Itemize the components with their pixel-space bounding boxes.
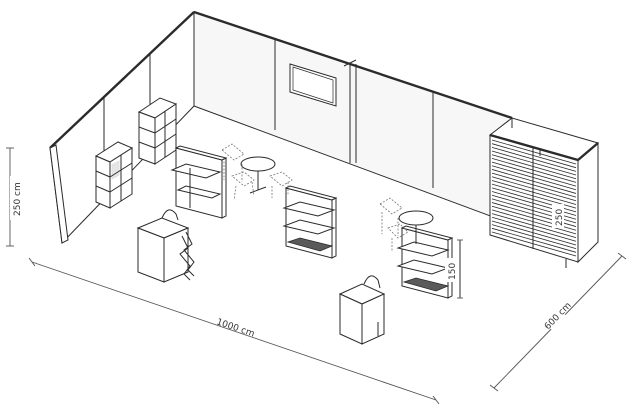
cabin-slat [491, 169, 577, 194]
cabin-slat [491, 161, 577, 187]
table-set-left [221, 143, 293, 201]
cabin-slat [491, 213, 577, 238]
cabin-slat [491, 231, 577, 257]
shelf-height-label: 150 [448, 263, 458, 280]
wall-height-label: 250 cm [13, 182, 23, 216]
wall-picture [289, 63, 337, 107]
cabin-slat [491, 154, 577, 180]
cabin-slat [491, 220, 577, 246]
cabin-slat [491, 165, 577, 191]
cabin-slat [491, 139, 577, 165]
cabin-slat [491, 172, 577, 198]
display-shelf-3: 150 [396, 225, 463, 299]
cabin-height-label: 250 [555, 209, 565, 226]
cabin-slat [491, 216, 577, 242]
counter-left [136, 209, 195, 283]
cabin-slat [491, 146, 577, 172]
booth-walls [49, 10, 513, 245]
cabin-slat [491, 150, 577, 176]
cabin-slat [491, 180, 577, 205]
width-label: 1000 cm [215, 317, 256, 339]
display-shelf-2 [282, 185, 338, 259]
dimension-wall-height: 250 cm [6, 147, 23, 247]
cabin-slat [491, 227, 577, 253]
cabin-slat [491, 158, 577, 183]
cabin-slat [491, 209, 577, 235]
cabin-slat [491, 176, 577, 202]
cube-shelf-right [137, 97, 178, 165]
cabin-slat [491, 224, 577, 250]
dimension-depth: 600 cm [489, 252, 627, 392]
storage-cabin: 250 [488, 117, 600, 268]
counter-front [338, 275, 386, 345]
table-set-right [379, 197, 434, 252]
cabin-slats [491, 139, 577, 257]
cube-shelf-left [94, 141, 134, 209]
cabin-slat [491, 143, 577, 169]
display-shelf-1 [170, 145, 228, 219]
